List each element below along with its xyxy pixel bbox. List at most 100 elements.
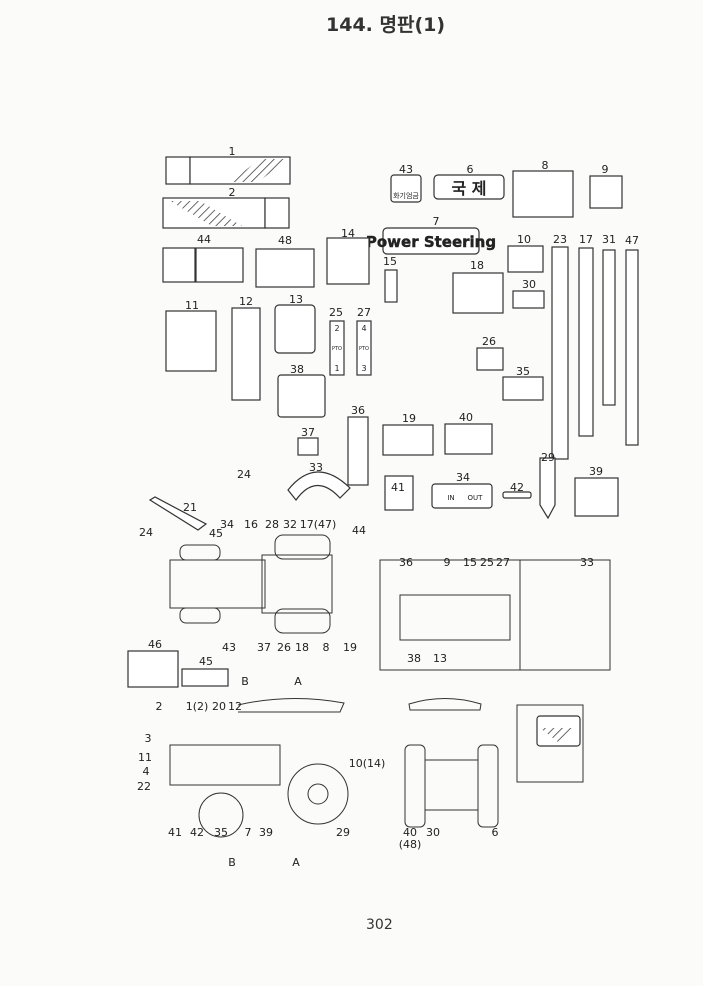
- callout-number: 16: [244, 518, 258, 531]
- callout-number: 30: [522, 278, 536, 291]
- decal-17-strip: [578, 247, 594, 437]
- callout-number: 27: [357, 306, 371, 319]
- callout-number: 22: [137, 780, 151, 793]
- section-mark-b: B: [241, 675, 249, 688]
- fire-warning-decal: 화기엄금: [390, 174, 422, 203]
- callout-number: 24: [139, 526, 153, 539]
- callout-number: 24: [237, 468, 251, 481]
- callout-number: 6: [467, 163, 474, 176]
- callout-number: 19: [402, 412, 416, 425]
- callout-number: 35: [214, 826, 228, 839]
- callout-number: 6: [492, 826, 499, 839]
- decal-37: [297, 437, 319, 456]
- callout-number: 17(47): [300, 518, 337, 531]
- pto-decal-27: 4 PTO 3: [356, 320, 372, 376]
- decal-19: [382, 424, 434, 456]
- callout-number: 21: [183, 501, 197, 514]
- callout-number: 46: [148, 638, 162, 651]
- callout-number: 8: [542, 159, 549, 172]
- in-out-decal: IN OUT: [431, 483, 493, 509]
- callout-number: 42: [190, 826, 204, 839]
- stripe-decal-2: [162, 197, 290, 229]
- callout-number: 1: [229, 145, 236, 158]
- svg-text:PTO: PTO: [332, 346, 342, 352]
- callout-number: 29: [336, 826, 350, 839]
- decal-39: [574, 477, 619, 517]
- section-mark-b: B: [228, 856, 236, 869]
- callout-number: 38: [407, 652, 421, 665]
- caution-decal-8: [512, 170, 574, 218]
- callout-number: 42: [510, 481, 524, 494]
- callout-number: 7: [433, 215, 440, 228]
- decal-48: [255, 248, 315, 288]
- callout-number: 25: [480, 556, 494, 569]
- dashboard-panel: [399, 594, 511, 641]
- svg-text:3: 3: [361, 364, 366, 373]
- callout-number: 34: [456, 471, 470, 484]
- callout-number: 4: [143, 765, 150, 778]
- callout-number: 37: [257, 641, 271, 654]
- callout-number: 20: [212, 700, 226, 713]
- page-title: 144. 명판(1): [326, 14, 446, 36]
- callout-number: 1(2): [186, 700, 209, 713]
- svg-text:2: 2: [334, 324, 339, 333]
- decal-12: [231, 307, 261, 401]
- decal-15: [384, 269, 398, 303]
- brand-decal: 국 제: [433, 174, 505, 200]
- decal-33-arc: [287, 471, 351, 501]
- svg-text:Power Steering: Power Steering: [366, 233, 496, 251]
- decal-10: [507, 245, 544, 273]
- section-mark-a: A: [292, 856, 300, 869]
- inset-dashboard: [379, 559, 521, 671]
- decal-21: [148, 496, 208, 531]
- svg-text:국 제: 국 제: [451, 179, 486, 198]
- section-mark-a: A: [294, 675, 302, 688]
- callout-number: 33: [580, 556, 594, 569]
- decal-29: [539, 457, 556, 520]
- decal-41: [384, 475, 414, 511]
- decal-26: [476, 347, 504, 371]
- decal-38: [277, 374, 326, 418]
- callout-number: 28: [265, 518, 279, 531]
- callout-number: 44: [352, 524, 366, 537]
- callout-number: 25: [329, 306, 343, 319]
- svg-text:IN: IN: [447, 494, 454, 502]
- callout-number: 38: [290, 363, 304, 376]
- decal-14: [326, 237, 370, 285]
- callout-number: 31: [602, 233, 616, 246]
- callout-number: 30: [426, 826, 440, 839]
- decal-11: [165, 310, 217, 372]
- callout-number: 11: [138, 751, 152, 764]
- tractor-rear-view: [404, 698, 499, 828]
- callout-number: 14: [341, 227, 355, 240]
- callout-number: 2: [156, 700, 163, 713]
- callout-number: 13: [289, 293, 303, 306]
- callout-number: 26: [482, 335, 496, 348]
- callout-number: 10(14): [349, 757, 386, 770]
- decal-31-strip: [602, 249, 616, 406]
- callout-number: 13: [433, 652, 447, 665]
- decal-42: [502, 491, 532, 499]
- callout-number: 36: [399, 556, 413, 569]
- power-steering-decal: Power Steering: [366, 227, 496, 255]
- decal-47-strip: [625, 249, 639, 446]
- tractor-side-view: [169, 697, 349, 838]
- page-number: 302: [366, 917, 393, 933]
- svg-text:화기엄금: 화기엄금: [393, 191, 419, 200]
- callout-number: 41: [168, 826, 182, 839]
- callout-number: 29: [541, 451, 555, 464]
- svg-text:PTO: PTO: [359, 346, 369, 352]
- svg-text:4: 4: [361, 324, 366, 333]
- callout-number: 45: [199, 655, 213, 668]
- inset-badge: [516, 704, 584, 783]
- decal-46: [127, 650, 179, 688]
- decal-13: [274, 304, 316, 354]
- callout-number: 12: [239, 295, 253, 308]
- decal-30: [512, 290, 545, 309]
- decal-35: [502, 376, 544, 401]
- decal-18: [452, 272, 504, 314]
- callout-number: 15: [383, 255, 397, 268]
- callout-number: 8: [323, 641, 330, 654]
